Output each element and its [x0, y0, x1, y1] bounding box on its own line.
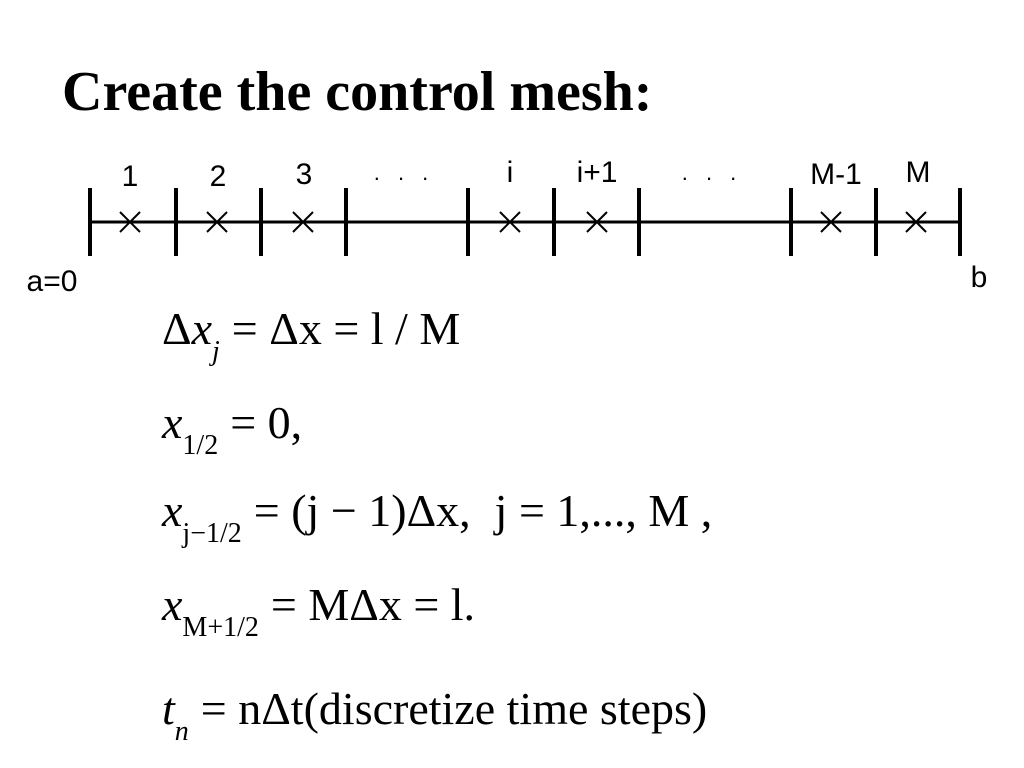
cell-center-mark — [499, 211, 521, 233]
cell-centers — [119, 211, 927, 233]
slide-title: Create the control mesh: — [62, 61, 653, 123]
left-endpoint-label: a=0 — [27, 265, 78, 298]
cell-label: i+1 — [577, 156, 618, 189]
cell-label: 1 — [122, 160, 139, 193]
mesh-boundaries — [88, 188, 962, 256]
cell-label: 2 — [210, 160, 227, 193]
equation-interior-faces: xj−1/2= (j − 1)Δx,j = 1,..., M , — [162, 485, 713, 549]
cell-label: i — [507, 156, 514, 189]
cell-center-mark — [119, 211, 141, 233]
cell-center-mark — [820, 211, 842, 233]
ellipsis: . . . — [682, 160, 743, 185]
equation-time-steps: tn= nΔt(discretize time steps) — [162, 683, 708, 747]
ellipsis: . . . — [374, 160, 435, 185]
cell-label: M-1 — [810, 158, 862, 191]
cell-center-mark — [586, 211, 608, 233]
cell-label: 3 — [296, 158, 313, 191]
equation-last-face: xM+1/2= MΔx = l. — [162, 579, 476, 643]
cell-center-mark — [206, 211, 228, 233]
control-mesh-diagram: 1 2 3 . . . i i+1 . . . M-1 M a=0 b — [27, 156, 988, 298]
right-endpoint-label: b — [971, 261, 988, 294]
equation-first-face: x1/2= 0, — [162, 397, 303, 461]
cell-label: M — [906, 156, 931, 189]
cell-center-mark — [292, 211, 314, 233]
cell-center-mark — [905, 211, 927, 233]
equation-cell-width: Δxj= Δx = l / M — [162, 303, 461, 367]
